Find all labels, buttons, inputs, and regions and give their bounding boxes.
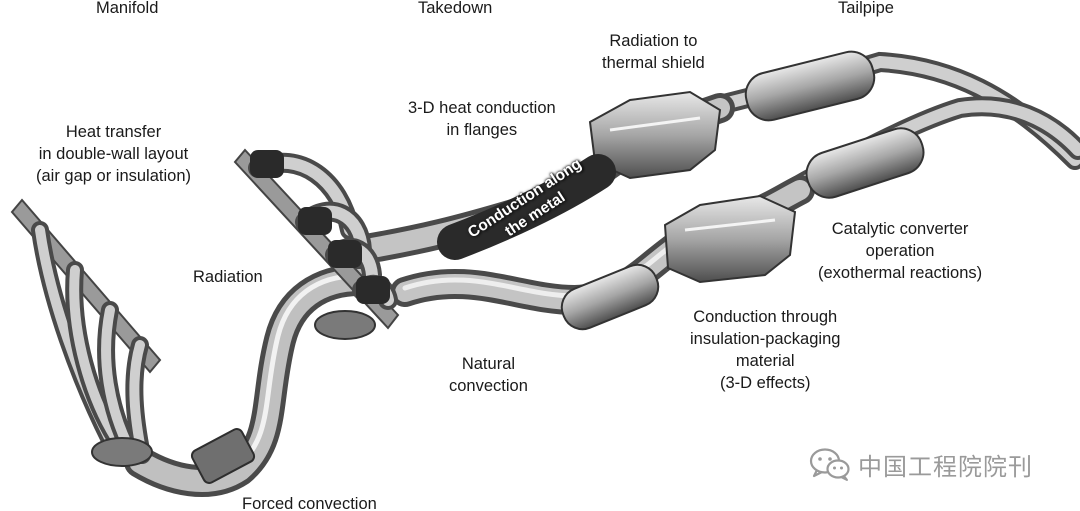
flex-joint — [190, 428, 256, 484]
label-takedown: Takedown — [418, 0, 492, 19]
label-line: (exothermal reactions) — [818, 264, 983, 282]
label-line: (air gap or insulation) — [36, 167, 191, 185]
label-line: convection — [449, 377, 528, 395]
label-forced-convection: Forced convection — [242, 493, 377, 511]
label-radiation: Radiation — [193, 266, 263, 288]
label-catalytic-converter: Catalytic converter operation (exotherma… — [818, 218, 982, 284]
lower-catalytic-converter — [663, 194, 797, 284]
label-radiation-shield: Radiation to thermal shield — [602, 30, 705, 74]
label-line: in flanges — [446, 121, 518, 139]
label-natural-convection: Natural convection — [449, 353, 528, 397]
label-line: material — [735, 352, 795, 370]
label-line: Conduction through — [693, 308, 838, 326]
left-manifold — [10, 198, 162, 467]
label-line: Radiation to — [609, 32, 698, 50]
wechat-icon — [809, 448, 850, 481]
label-line: Natural — [461, 355, 516, 373]
metal-conduction-band — [437, 154, 616, 260]
right-manifold — [233, 148, 400, 340]
lower-resonator — [560, 263, 660, 331]
label-line: Radiation — [193, 268, 263, 286]
label-line: (3-D effects) — [719, 374, 811, 392]
label-line: operation — [865, 242, 935, 260]
label-heat-conduction-flanges: 3-D heat conduction in flanges — [408, 97, 556, 141]
lower-muffler — [805, 127, 925, 199]
label-line: thermal shield — [602, 54, 705, 72]
label-line: Catalytic converter — [831, 220, 969, 238]
label-conduction-insulation: Conduction through insulation-packaging … — [690, 306, 840, 394]
label-heat-transfer-double-wall: Heat transfer in double-wall layout (air… — [36, 121, 191, 187]
downpipe — [124, 264, 376, 497]
watermark-text: 中国工程院院刊 — [858, 452, 1033, 481]
label-line: Tailpipe — [838, 0, 894, 17]
label-line: Heat transfer — [65, 123, 162, 141]
upper-muffler — [744, 50, 876, 122]
watermark: 中国工程院院刊 — [808, 446, 1033, 482]
label-manifold: Manifold — [96, 0, 158, 19]
label-line: Forced convection — [242, 495, 377, 511]
label-line: Manifold — [96, 0, 159, 17]
label-line: in double-wall layout — [38, 145, 189, 163]
label-line: 3-D heat conduction — [408, 99, 556, 117]
label-line: Takedown — [418, 0, 493, 17]
label-tailpipe: Tailpipe — [838, 0, 894, 19]
label-line: insulation-packaging — [690, 330, 841, 348]
